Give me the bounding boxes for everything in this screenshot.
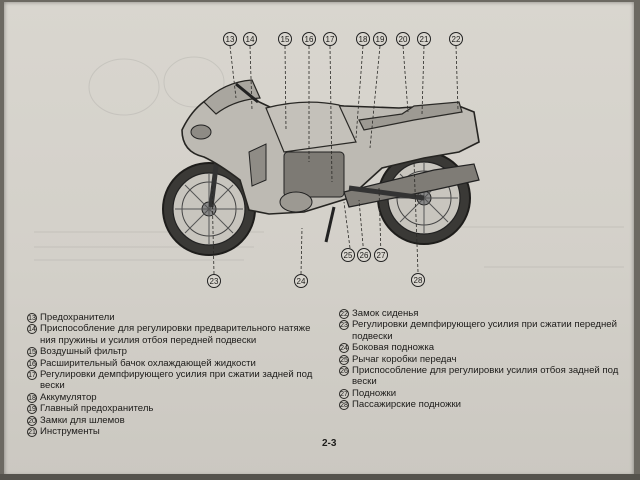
legend-item-number: 18 xyxy=(27,392,37,403)
legend-item-text: Пассажирские подножки xyxy=(352,399,462,411)
legend-item-number: 15 xyxy=(27,347,37,358)
callout-25: 25 xyxy=(341,248,355,262)
legend-item-number: 19 xyxy=(27,404,37,415)
callout-15: 15 xyxy=(278,32,292,46)
callout-24: 24 xyxy=(294,274,308,288)
legend-item-text: Регулировки демпфирующего усилия при сжа… xyxy=(352,319,617,342)
legend-item-text: Расширительный бачок охлаждающей жидкост… xyxy=(40,357,256,369)
callout-14: 14 xyxy=(243,32,257,46)
callout-27: 27 xyxy=(374,248,388,262)
page-number: 2-3 xyxy=(322,438,337,449)
motorcycle-diagram: 13 14 15 16 17 18 19 20 21 22 23 24 25 2… xyxy=(34,32,624,288)
legend-item-text: Инструменты xyxy=(40,426,100,438)
callout-18: 18 xyxy=(356,32,370,46)
legend-item-text: Главный предохранитель xyxy=(40,403,154,415)
callout-17-label: 17 xyxy=(326,35,335,44)
callout-14-label: 14 xyxy=(246,35,255,44)
callout-13-label: 13 xyxy=(226,35,235,44)
legend-item-text: Приспособление для регулировки предварит… xyxy=(40,323,311,346)
callout-22: 22 xyxy=(449,32,463,46)
legend-item-number: 27 xyxy=(339,388,349,399)
callout-19: 19 xyxy=(373,32,387,46)
legend-item-text: Замки для шлемов xyxy=(40,414,125,426)
callout-21: 21 xyxy=(417,32,431,46)
legend-item-text: Воздушный фильтр xyxy=(40,346,127,358)
callout-25-label: 25 xyxy=(344,251,353,260)
callout-24-label: 24 xyxy=(297,277,306,286)
legend-item-number: 21 xyxy=(27,427,37,438)
callout-18-label: 18 xyxy=(359,35,368,44)
legend-item-number: 26 xyxy=(339,366,349,377)
legend-item-text: Замок сиденья xyxy=(352,308,419,319)
page-fold xyxy=(0,474,640,480)
legend-item-number: 17 xyxy=(27,370,37,381)
callout-26-label: 26 xyxy=(360,251,369,260)
legend-item-number: 22 xyxy=(339,309,349,319)
callout-20-label: 20 xyxy=(399,35,408,44)
callout-26: 26 xyxy=(357,248,371,262)
legend-item-number: 14 xyxy=(27,324,37,335)
legend-item-number: 28 xyxy=(339,400,349,411)
callout-23-label: 23 xyxy=(210,277,219,286)
legend-item-text: Приспособление для регулировки усилия от… xyxy=(352,365,619,388)
callout-17: 17 xyxy=(323,32,337,46)
callout-20: 20 xyxy=(396,32,410,46)
callout-28: 28 xyxy=(411,273,425,287)
legend-item-text: Регулировки демпфирующего усилия при сжа… xyxy=(40,369,313,392)
callout-23: 23 xyxy=(207,274,221,288)
legend-item-number: 20 xyxy=(27,415,37,426)
legend-item-number: 25 xyxy=(339,354,349,365)
legend-item-number: 13 xyxy=(27,313,37,323)
callout-16-label: 16 xyxy=(305,35,314,44)
callout-21-label: 21 xyxy=(420,35,429,44)
legend-item-text: Боковая подножка xyxy=(352,342,435,354)
callout-15-label: 15 xyxy=(281,35,290,44)
callout-markers: 13 14 15 16 17 18 19 20 21 22 23 24 25 2… xyxy=(207,32,463,288)
legend-item-text: Аккумулятор xyxy=(40,391,97,403)
callout-27-label: 27 xyxy=(377,251,386,260)
legend-item-number: 23 xyxy=(339,320,349,331)
manual-page: 13 14 15 16 17 18 19 20 21 22 23 24 25 2… xyxy=(4,2,634,476)
legend-item-text: Рычаг коробки передач xyxy=(352,353,457,365)
legend-item-number: 16 xyxy=(27,358,37,369)
callout-16: 16 xyxy=(302,32,316,46)
callout-19-label: 19 xyxy=(376,35,385,44)
callout-28-label: 28 xyxy=(414,276,423,285)
callout-22-label: 22 xyxy=(452,35,461,44)
legend-item-number: 24 xyxy=(339,343,349,354)
legend-item-text: Подножки xyxy=(352,387,397,399)
front-wheel xyxy=(162,162,256,256)
legend-item-text: Предохранители xyxy=(40,312,115,323)
callout-13: 13 xyxy=(223,32,237,46)
